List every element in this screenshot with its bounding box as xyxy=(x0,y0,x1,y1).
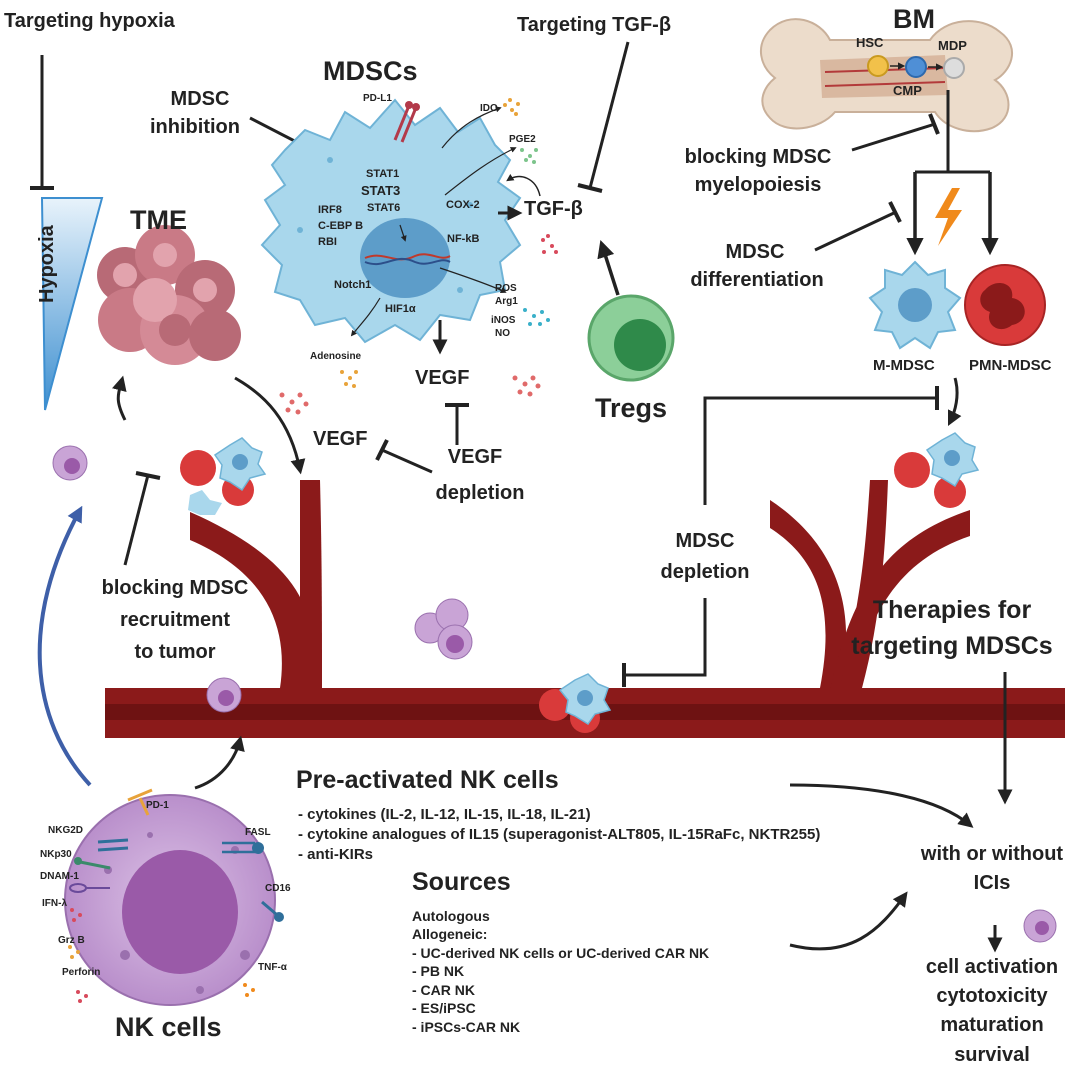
with-ici-label-2: ICIs xyxy=(973,872,1011,894)
inos-label: iNOS xyxy=(491,315,516,326)
blocking-recruitment-label-1: blocking MDSC xyxy=(101,577,249,599)
hypoxia-label: Hypoxia xyxy=(36,225,58,303)
ido-label: IDO xyxy=(480,103,498,114)
mdsc-depletion-label-1: MDSC xyxy=(675,530,735,552)
outcome-item: cytotoxicity xyxy=(936,985,1048,1008)
cox2-label: COX-2 xyxy=(446,199,480,211)
sources-item: - ES/iPSC xyxy=(412,1000,476,1017)
sources-list: Autologous Allogeneic: - UC-derived NK c… xyxy=(412,907,709,1036)
sources-item: Autologous xyxy=(412,908,490,924)
dnam1-label: DNAM-1 xyxy=(40,871,79,882)
with-ici-label-1: with or without xyxy=(920,843,1064,865)
therapies-label-1: Therapies for xyxy=(872,596,1032,624)
lightning-icon xyxy=(935,188,962,246)
ros-label: ROS xyxy=(495,283,517,294)
hif1a-label: HIF1α xyxy=(385,303,416,315)
mdsc-depletion-label-2: depletion xyxy=(660,561,750,583)
vegf-left-label: VEGF xyxy=(313,428,368,450)
m-mdsc-label: M-MDSC xyxy=(873,357,935,374)
targeting-hypoxia-label: Targeting hypoxia xyxy=(4,10,175,32)
tgfb-label: TGF-β xyxy=(524,198,583,220)
perforin-label: Perforin xyxy=(62,967,101,978)
cell-cluster-vessel xyxy=(539,673,612,733)
preactivated-item: - anti-KIRs xyxy=(298,845,373,863)
hsc-label: HSC xyxy=(856,35,884,50)
fasl-label: FASL xyxy=(245,827,271,838)
sources-title: Sources xyxy=(412,868,511,896)
nfkb-label: NF-kB xyxy=(447,233,480,245)
stat6-label: STAT6 xyxy=(367,202,401,214)
cebpb-label: C-EBP B xyxy=(318,220,364,232)
mdp-label: MDP xyxy=(938,38,967,53)
blocking-myelopoiesis-label-1: blocking MDSC xyxy=(684,146,832,168)
outcomes-list: cell activation cytotoxicity maturation … xyxy=(900,953,1084,1070)
pmn-mdsc-label: PMN-MDSC xyxy=(969,357,1052,374)
sources-item: - UC-derived NK cells or UC-derived CAR … xyxy=(412,944,710,961)
sources-item: - CAR NK xyxy=(412,981,475,998)
stat1-label: STAT1 xyxy=(366,168,400,180)
hypoxia-triangle xyxy=(40,197,104,411)
outcome-item: survival xyxy=(954,1043,1030,1066)
cd16-label: CD16 xyxy=(265,883,291,894)
blocking-myelopoiesis-label-2: myelopoiesis xyxy=(694,174,822,196)
sources-item: Allogeneic: xyxy=(412,926,488,943)
pd1-label: PD-1 xyxy=(146,800,169,811)
stat3-label: STAT3 xyxy=(361,183,401,198)
sources-item: - PB NK xyxy=(412,963,465,980)
cmp-label: CMP xyxy=(893,83,922,98)
vegf-center-label: VEGF xyxy=(415,367,470,389)
vegf-depletion-label-1: VEGF xyxy=(447,446,503,468)
grzb-label: Grz B xyxy=(58,935,85,946)
mdsc-cell xyxy=(260,98,522,344)
mdscs-title: MDSCs xyxy=(323,56,418,86)
nkg2d-label: NKG2D xyxy=(48,825,84,836)
cell-cluster-left xyxy=(180,437,267,515)
nk-cell-vessel xyxy=(206,677,242,713)
m-mdsc-cell xyxy=(868,260,962,350)
cell-cluster-right xyxy=(894,432,980,508)
pge2-label: PGE2 xyxy=(509,134,536,145)
outcome-item: maturation xyxy=(940,1014,1044,1037)
bm-label: BM xyxy=(893,4,935,34)
outcome-item: cell activation xyxy=(925,956,1059,978)
nk-cell-right xyxy=(1023,909,1057,943)
preactivated-item: - cytokines (IL-2, IL-12, IL-15, IL-18, … xyxy=(298,806,591,823)
pd-l1-label: PD-L1 xyxy=(363,93,392,104)
nkp30-label: NKp30 xyxy=(40,849,72,860)
notch1-label: Notch1 xyxy=(334,279,372,291)
therapies-label-2: targeting MDSCs xyxy=(851,632,1053,660)
ifn-label: IFN-λ xyxy=(42,898,67,909)
nk-cluster xyxy=(414,598,473,660)
blocking-recruitment-label-3: to tumor xyxy=(134,641,216,663)
nk-cells-label: NK cells xyxy=(115,1012,222,1042)
vegf-depletion-label-2: depletion xyxy=(435,482,525,504)
sources-item: - iPSCs-CAR NK xyxy=(412,1018,521,1035)
rbi-label: RBI xyxy=(318,236,337,248)
tnfa-label: TNF-α xyxy=(258,962,287,973)
tme-label: TME xyxy=(130,205,187,235)
nk-cell-small xyxy=(52,445,88,481)
mdsc-differentiation-label-2: differentiation xyxy=(690,269,824,291)
preactivated-title: Pre-activated NK cells xyxy=(296,766,559,794)
tregs-label: Tregs xyxy=(595,393,668,423)
preactivated-list: - cytokines (IL-2, IL-12, IL-15, IL-18, … xyxy=(298,805,820,864)
mdsc-differentiation-label-1: MDSC xyxy=(725,241,785,263)
mdsc-inhibition-label-2: inhibition xyxy=(150,116,240,138)
blocking-recruitment-label-2: recruitment xyxy=(119,609,231,631)
pmn-mdsc-cell xyxy=(964,264,1046,346)
no-label: NO xyxy=(495,328,510,339)
tumor-mass xyxy=(97,225,241,365)
bone-marrow xyxy=(760,18,1013,133)
irf8-label: IRF8 xyxy=(318,204,342,216)
mdsc-inhibition-label-1: MDSC xyxy=(170,88,230,110)
targeting-tgfb-label: Targeting TGF-β xyxy=(517,14,672,36)
arg1-label: Arg1 xyxy=(495,296,518,307)
preactivated-item: - cytokine analogues of IL15 (superagoni… xyxy=(298,825,821,843)
adenosine-label: Adenosine xyxy=(310,351,362,362)
